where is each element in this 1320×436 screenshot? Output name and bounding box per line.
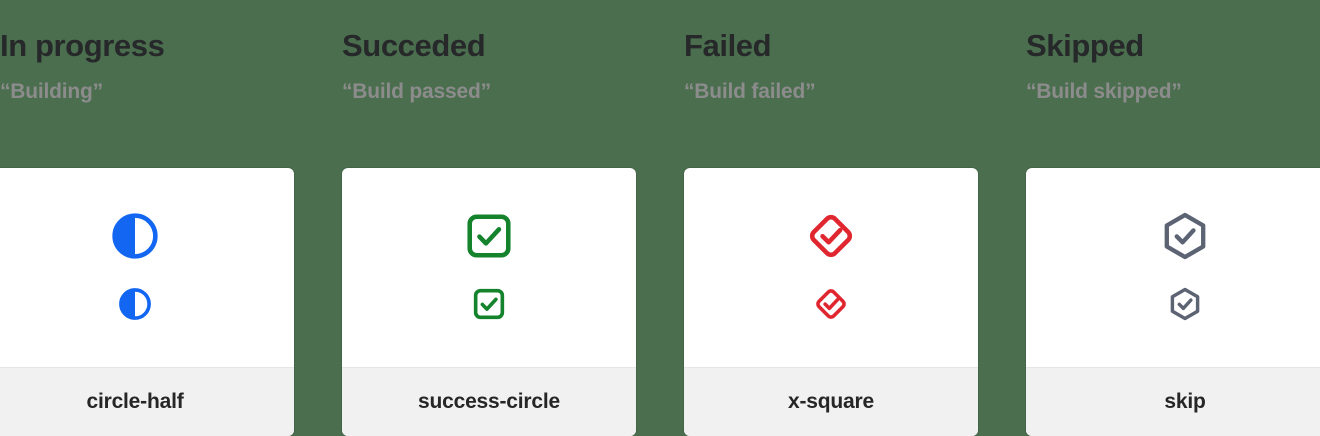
state-header: Failed “Build failed” <box>684 0 978 168</box>
state-title: Failed <box>684 28 772 63</box>
circle-half-icon-small <box>117 286 153 322</box>
state-column-in-progress: In progress “Building” <box>0 0 294 436</box>
success-circle-icon-small <box>471 286 507 322</box>
state-phrase: “Build passed” <box>342 79 491 103</box>
state-phrase: “Build skipped” <box>1026 79 1182 103</box>
x-square-icon <box>805 210 857 262</box>
state-header: In progress “Building” <box>0 0 294 168</box>
state-header: Skipped “Build skipped” <box>1026 0 1320 168</box>
state-title: Skipped <box>1026 28 1144 63</box>
icon-card[interactable]: skip <box>1026 168 1320 436</box>
state-header: Succeded “Build passed” <box>342 0 636 168</box>
skip-icon <box>1159 210 1211 262</box>
state-title: Succeded <box>342 28 486 63</box>
icon-preview-area <box>0 168 294 367</box>
circle-half-icon <box>109 210 161 262</box>
success-circle-icon <box>463 210 515 262</box>
icon-name-footer: circle-half <box>0 367 294 436</box>
icon-name-label: x-square <box>788 390 874 413</box>
x-square-icon-small <box>813 286 849 322</box>
state-column-failed: Failed “Build failed” <box>684 0 978 436</box>
icon-name-label: success-circle <box>418 390 560 413</box>
state-column-skipped: Skipped “Build skipped” <box>1026 0 1320 436</box>
icon-preview-area <box>342 168 636 367</box>
icon-card[interactable]: success-circle <box>342 168 636 436</box>
icon-name-footer: skip <box>1026 367 1320 436</box>
icon-name-label: circle-half <box>86 390 184 413</box>
skip-icon-small <box>1167 286 1203 322</box>
state-phrase: “Build failed” <box>684 79 816 103</box>
icon-card[interactable]: x-square <box>684 168 978 436</box>
icon-card[interactable]: circle-half <box>0 168 294 436</box>
icon-name-footer: x-square <box>684 367 978 436</box>
state-title: In progress <box>0 28 165 63</box>
state-column-succeded: Succeded “Build passed” <box>342 0 636 436</box>
icon-preview-area <box>1026 168 1320 367</box>
icon-preview-area <box>684 168 978 367</box>
icon-name-footer: success-circle <box>342 367 636 436</box>
icon-name-label: skip <box>1164 390 1206 413</box>
state-phrase: “Building” <box>0 79 103 103</box>
